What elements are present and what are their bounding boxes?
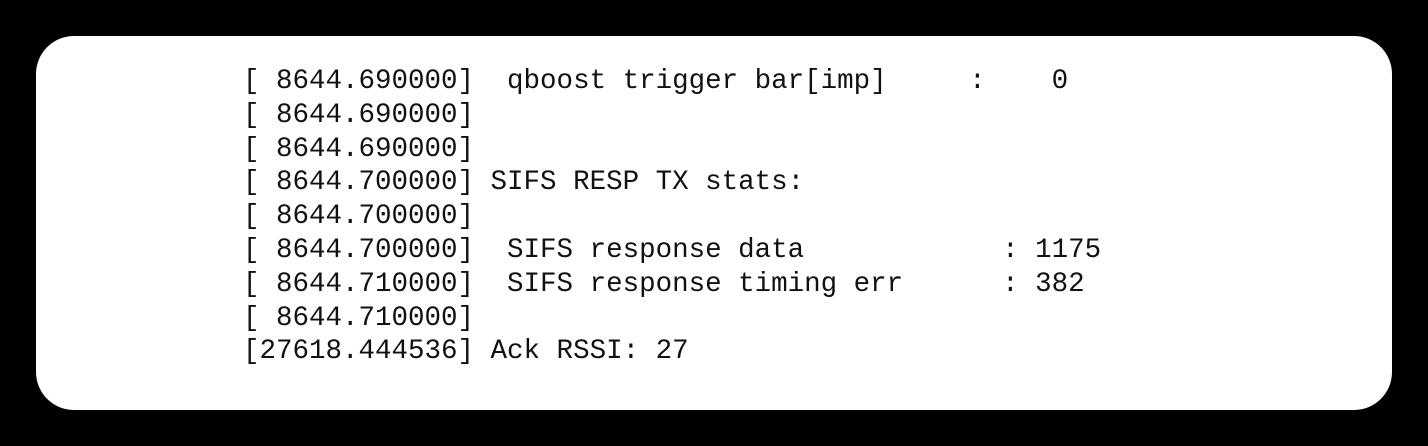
log-line: [ 8644.700000] SIFS response data : 1175 bbox=[243, 234, 1372, 268]
log-message: qboost trigger bar[imp] : 0 bbox=[474, 66, 1069, 97]
log-line: [ 8644.690000] bbox=[243, 133, 1372, 167]
log-message bbox=[474, 201, 491, 232]
log-timestamp: [ 8644.710000] bbox=[243, 268, 475, 300]
log-message: SIFS response timing err : 382 bbox=[474, 268, 1085, 300]
log-timestamp: [ 8644.690000] bbox=[243, 99, 475, 131]
log-timestamp: [ 8644.700000] bbox=[243, 234, 475, 266]
log-timestamp: [ 8644.690000] bbox=[243, 133, 475, 165]
log-message: Ack RSSI: 27 bbox=[474, 336, 689, 368]
log-timestamp: [ 8644.710000] bbox=[243, 302, 475, 334]
log-timestamp: [ 8644.690000] bbox=[243, 66, 475, 97]
log-line: [ 8644.700000] bbox=[243, 200, 1372, 234]
kernel-log: [ 8644.690000] qboost trigger bar[imp] :… bbox=[243, 65, 1372, 369]
log-line: [ 8644.690000] qboost trigger bar[imp] :… bbox=[243, 65, 1372, 99]
log-message bbox=[474, 100, 491, 131]
console-output-card: [ 8644.690000] qboost trigger bar[imp] :… bbox=[36, 36, 1392, 410]
log-message: SIFS RESP TX stats: bbox=[474, 167, 805, 199]
log-timestamp: [27618.444536] bbox=[243, 336, 475, 368]
log-message bbox=[474, 134, 491, 165]
log-line: [ 8644.710000] bbox=[243, 302, 1372, 336]
log-message: SIFS response data : 1175 bbox=[474, 234, 1102, 266]
log-line: [27618.444536] Ack RSSI: 27 bbox=[243, 335, 1372, 369]
log-line: [ 8644.690000] bbox=[243, 99, 1372, 133]
log-line: [ 8644.710000] SIFS response timing err … bbox=[243, 268, 1372, 302]
log-line: [ 8644.700000] SIFS RESP TX stats: bbox=[243, 166, 1372, 200]
log-message bbox=[474, 303, 491, 334]
log-timestamp: [ 8644.700000] bbox=[243, 201, 475, 233]
log-timestamp: [ 8644.700000] bbox=[243, 167, 475, 199]
